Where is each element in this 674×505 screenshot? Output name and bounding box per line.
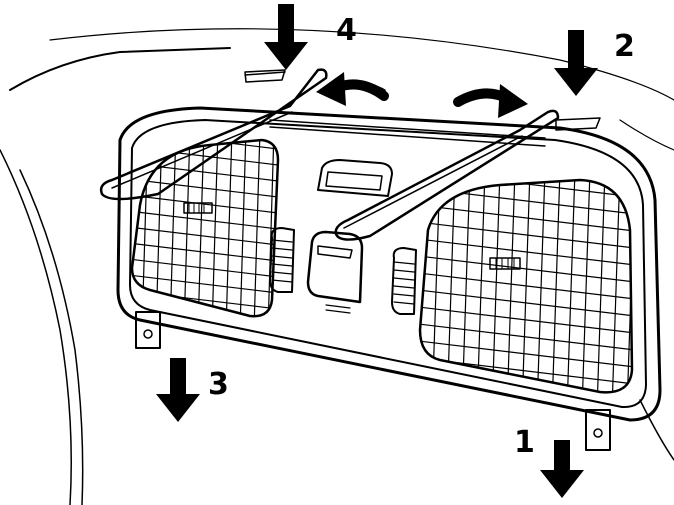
thumbwheel-left — [269, 227, 295, 293]
step-number-3: 3 — [208, 367, 229, 402]
step-2-arrow-icon — [554, 30, 598, 96]
mounting-tab-left — [135, 311, 161, 349]
left-vent-grille — [130, 138, 280, 318]
thumbwheel-right — [391, 247, 417, 315]
removal-tool-left — [99, 68, 328, 201]
step-number-4: 4 — [336, 13, 357, 48]
removal-tool-right — [334, 109, 560, 241]
curved-rotate-arrow-right-icon — [453, 84, 528, 118]
step-1-arrow-icon — [540, 440, 584, 498]
right-vent-grille — [418, 178, 634, 394]
dashboard-outline — [0, 28, 674, 505]
step-number-1: 1 — [514, 425, 535, 460]
step-number-2: 2 — [614, 29, 635, 64]
step-3-arrow-icon — [156, 358, 200, 422]
hazard-switch — [306, 230, 364, 314]
center-display — [317, 159, 393, 197]
vent-housing — [116, 106, 662, 422]
mounting-tab-right — [585, 409, 611, 451]
curved-rotate-arrow-left-icon — [316, 72, 389, 106]
step-4-arrow-icon — [264, 4, 308, 70]
